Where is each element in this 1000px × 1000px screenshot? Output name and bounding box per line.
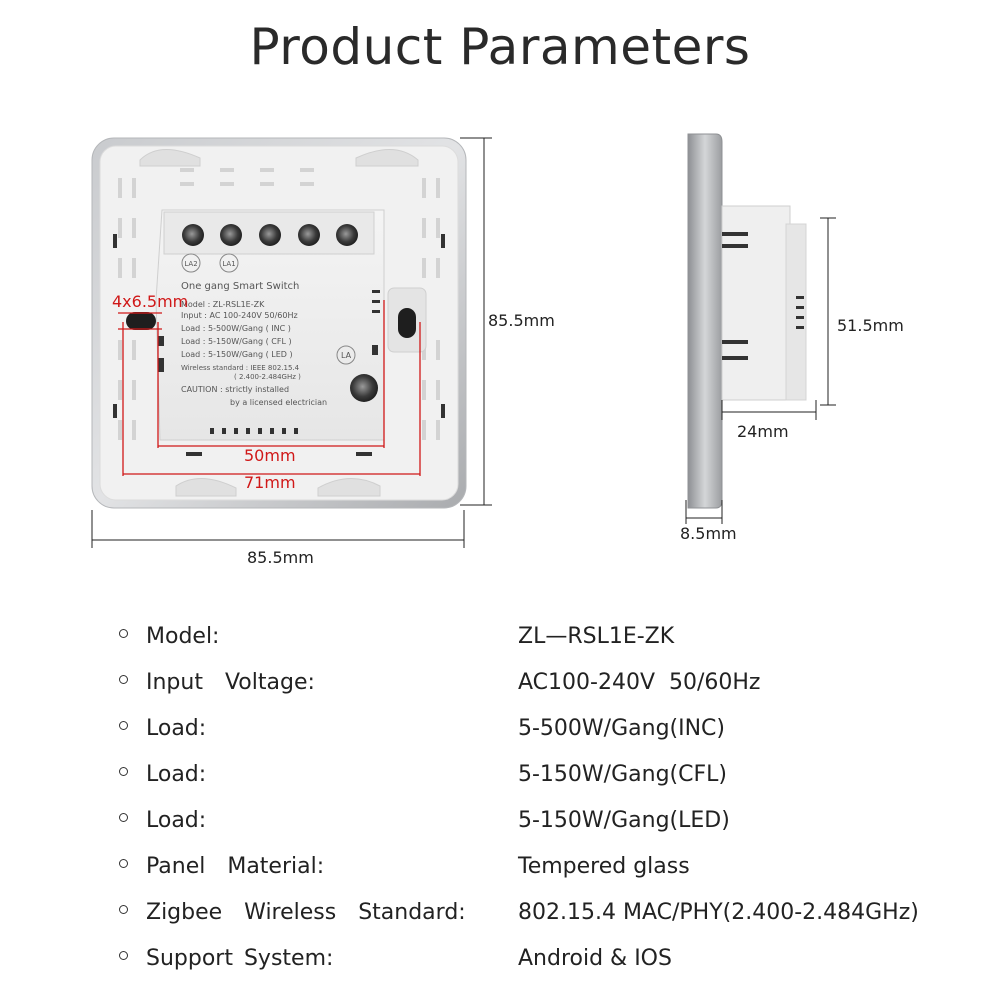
param-key: Zigbee Wireless Standard: xyxy=(146,900,466,925)
param-value: AC100-240V 50/60Hz xyxy=(518,670,761,695)
param-key: Input Voltage: xyxy=(146,670,315,695)
param-value: Tempered glass xyxy=(518,854,690,879)
bullet-icon xyxy=(119,813,128,822)
param-row-model: Model: ZL—RSL1E-ZK xyxy=(0,616,1000,656)
param-value: 802.15.4 MAC/PHY(2.400-2.484GHz) xyxy=(518,900,919,925)
bullet-icon xyxy=(119,767,128,776)
param-row-wireless-standard: Zigbee Wireless Standard: 802.15.4 MAC/P… xyxy=(0,892,1000,932)
module-line: Wireless standard : IEEE 802.15.4 xyxy=(181,364,300,372)
inner-71-dimension: 71mm xyxy=(244,473,296,492)
module-line: Load : 5-150W/Gang ( CFL ) xyxy=(181,337,292,346)
module-line: Input : AC 100-240V 50/60Hz xyxy=(181,311,298,320)
module-line: Load : 5-500W/Gang ( INC ) xyxy=(181,324,291,333)
terminal-la-label: LA xyxy=(341,351,352,360)
param-row-load-inc: Load: 5-500W/Gang(INC) xyxy=(0,708,1000,748)
mount-hole xyxy=(126,312,156,330)
terminal-la1-label: LA1 xyxy=(222,260,235,268)
param-row-support-system: Support System: Android & IOS xyxy=(0,938,1000,978)
module-line: by a licensed electrician xyxy=(230,398,327,407)
bullet-icon xyxy=(119,629,128,638)
param-key: Load: xyxy=(146,808,207,833)
front-view: LA2 LA1 LA One gang Smart Switch Model :… xyxy=(91,137,555,567)
param-row-load-cfl: Load: 5-150W/Gang(CFL) xyxy=(0,754,1000,794)
front-width-dimension: 85.5mm xyxy=(247,548,314,567)
mount-hole-dimension: 4x6.5mm xyxy=(112,292,188,311)
page-title: Product Parameters xyxy=(249,18,751,76)
side-dimension-lines xyxy=(685,217,836,524)
module-title: One gang Smart Switch xyxy=(181,281,299,292)
inner-50-dimension: 50mm xyxy=(244,446,296,465)
side-height-dimension: 51.5mm xyxy=(837,316,904,335)
product-diagram: LA2 LA1 LA One gang Smart Switch Model :… xyxy=(91,133,904,567)
bullet-icon xyxy=(119,721,128,730)
param-key: Panel Material: xyxy=(146,854,325,879)
bullet-icon xyxy=(119,951,128,960)
module-line: Load : 5-150W/Gang ( LED ) xyxy=(181,350,293,359)
side-view: 51.5mm 24mm 8.5mm xyxy=(680,133,904,543)
front-dimension-lines xyxy=(91,137,492,548)
bullet-icon xyxy=(119,675,128,684)
bullet-icon xyxy=(119,859,128,868)
param-value: Android & IOS xyxy=(518,946,672,971)
param-row-load-led: Load: 5-150W/Gang(LED) xyxy=(0,800,1000,840)
param-key: Model: xyxy=(146,624,220,649)
bullet-icon xyxy=(119,905,128,914)
panel-thickness-dimension: 8.5mm xyxy=(680,524,737,543)
side-depth-dimension: 24mm xyxy=(737,422,789,441)
module-line: Model : ZL-RSL1E-ZK xyxy=(181,300,265,309)
front-height-dimension: 85.5mm xyxy=(488,311,555,330)
param-row-input-voltage: Input Voltage: AC100-240V 50/60Hz xyxy=(0,662,1000,702)
param-value: ZL—RSL1E-ZK xyxy=(518,624,675,649)
param-key: Support System: xyxy=(146,946,334,971)
param-value: 5-150W/Gang(LED) xyxy=(518,808,730,833)
module-line: CAUTION : strictly installed xyxy=(181,385,289,394)
param-value: 5-150W/Gang(CFL) xyxy=(518,762,727,787)
module-body: LA2 LA1 LA One gang Smart Switch Model :… xyxy=(155,209,385,441)
param-value: 5-500W/Gang(INC) xyxy=(518,716,726,741)
terminal-la2-label: LA2 xyxy=(184,260,197,268)
param-key: Load: xyxy=(146,762,207,787)
param-key: Load: xyxy=(146,716,207,741)
red-dimension-lines xyxy=(118,300,421,476)
module-line: ( 2.400-2.484GHz ) xyxy=(234,373,301,381)
param-row-panel-material: Panel Material: Tempered glass xyxy=(0,846,1000,886)
